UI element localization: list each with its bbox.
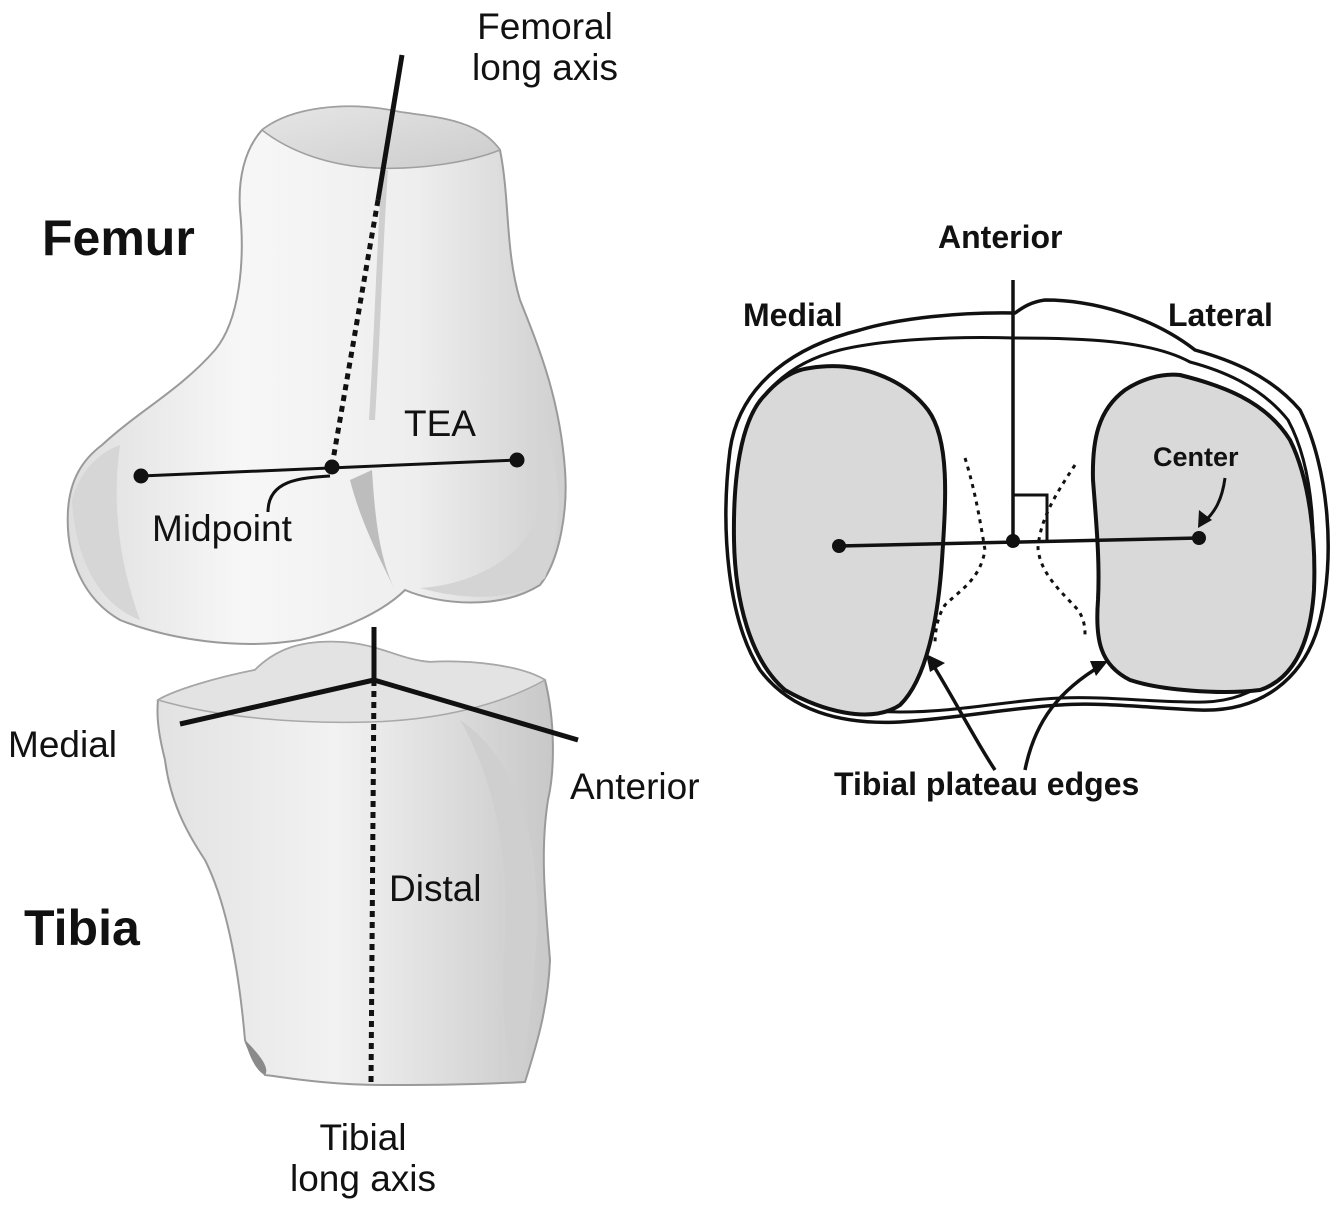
tibial-axis-label: Tibial long axis xyxy=(290,1117,436,1200)
plateau-anterior-label: Anterior xyxy=(938,220,1062,256)
tibial-long-axis-dotted xyxy=(371,680,374,1085)
tibial-plateau-edges-label: Tibial plateau edges xyxy=(834,767,1139,803)
tea-label: TEA xyxy=(404,403,476,444)
femoral-axis-label-line2: long axis xyxy=(472,47,618,88)
mid-center-point xyxy=(1006,534,1020,548)
tea-lateral-point xyxy=(510,453,525,468)
femur-bone xyxy=(68,106,566,643)
tea-medial-point xyxy=(134,469,149,484)
femoral-axis-label-line1: Femoral xyxy=(472,6,618,47)
tibia-medial-label: Medial xyxy=(8,724,117,765)
femur-body xyxy=(68,106,566,643)
lateral-center-point xyxy=(1192,531,1206,545)
medial-center-point xyxy=(832,539,846,553)
tibial-axis-label-line2: long axis xyxy=(290,1158,436,1199)
tibial-axis-label-line1: Tibial xyxy=(290,1117,436,1158)
distal-label: Distal xyxy=(389,868,482,909)
midpoint-label: Midpoint xyxy=(152,508,292,549)
tibial-plateau-schematic xyxy=(726,300,1328,722)
center-label: Center xyxy=(1153,442,1239,472)
tea-midpoint-point xyxy=(325,460,340,475)
tibia-title: Tibia xyxy=(24,900,140,956)
tibia-anterior-label: Anterior xyxy=(570,766,700,807)
femoral-axis-label: Femoral long axis xyxy=(472,6,618,89)
tibia-bone xyxy=(157,642,552,1085)
plateau-medial-label: Medial xyxy=(743,298,843,334)
femur-title: Femur xyxy=(42,210,195,266)
plateau-lateral-label: Lateral xyxy=(1168,298,1273,334)
